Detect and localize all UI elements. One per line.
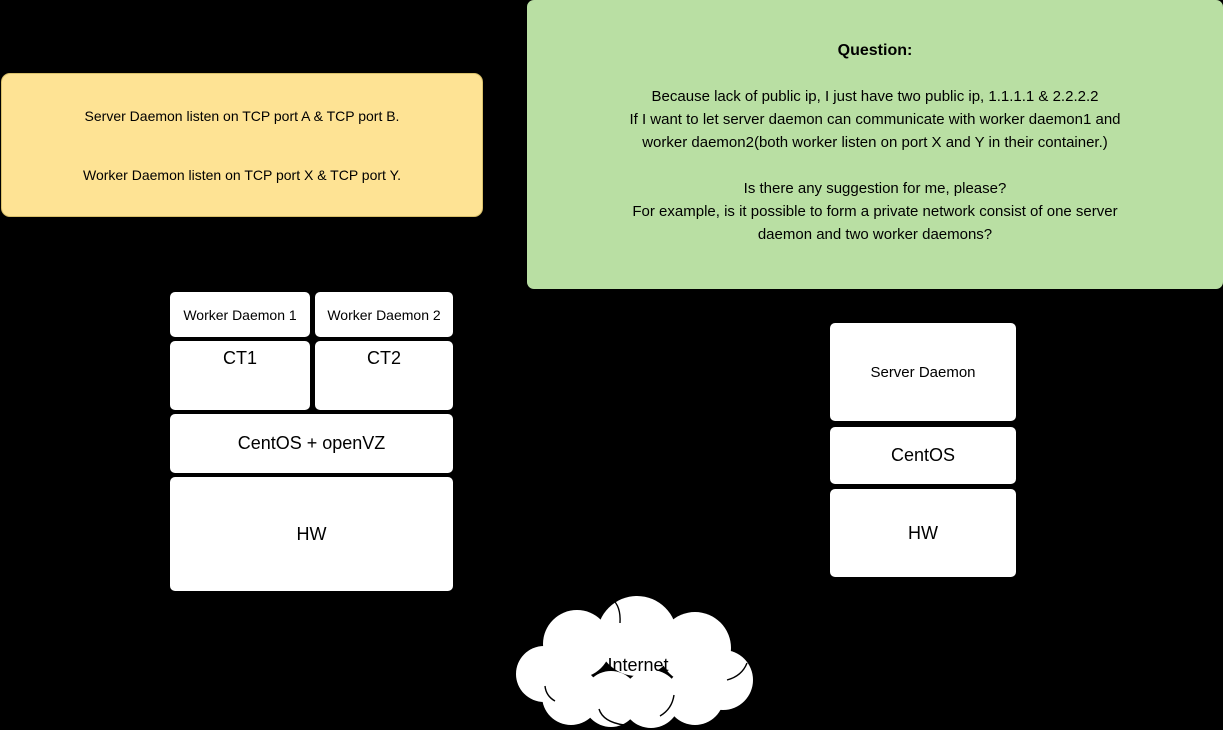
question-line: For example, is it possible to form a pr… xyxy=(632,203,1118,220)
question-line-blank xyxy=(527,154,1223,177)
worker-daemon-1-box: Worker Daemon 1 xyxy=(168,290,312,339)
worker-daemon-2-box: Worker Daemon 2 xyxy=(313,290,455,339)
hw-right-box: HW xyxy=(828,487,1018,579)
question-line: If I want to let server daemon can commu… xyxy=(629,111,1121,128)
centos-box: CentOS xyxy=(828,425,1018,486)
internet-cloud: Internet xyxy=(515,596,757,730)
server-daemon-box: Server Daemon xyxy=(828,321,1018,423)
hw-right-label: HW xyxy=(908,522,938,543)
internet-label: Internet xyxy=(607,655,668,675)
cloud-icon: Internet xyxy=(515,596,754,729)
question-line: worker daemon2(both worker listen on por… xyxy=(642,134,1108,151)
question-line: Is there any suggestion for me, please? xyxy=(743,180,1007,197)
question-line: daemon and two worker daemons? xyxy=(757,226,993,243)
question-line: Because lack of public ip, I just have t… xyxy=(651,88,1099,105)
note-line-worker: Worker Daemon listen on TCP port X & TCP… xyxy=(82,166,401,183)
question-box: Question: Because lack of public ip, I j… xyxy=(527,0,1223,289)
hw-left-box: HW xyxy=(168,475,455,593)
ct1-box: CT1 xyxy=(168,339,312,412)
server-daemon-label: Server Daemon xyxy=(870,363,976,381)
centos-openvz-box: CentOS + openVZ xyxy=(168,412,455,475)
note-box: Server Daemon listen on TCP port A & TCP… xyxy=(1,73,483,217)
centos-label: CentOS xyxy=(890,445,956,465)
ct2-box: CT2 xyxy=(313,339,455,412)
centos-openvz-label: CentOS + openVZ xyxy=(237,433,386,453)
question-title: Question: xyxy=(837,42,913,59)
ct1-label: CT1 xyxy=(222,348,257,368)
hw-left-label: HW xyxy=(296,523,327,544)
worker-daemon-2-label: Worker Daemon 2 xyxy=(327,306,441,323)
note-line-server: Server Daemon listen on TCP port A & TCP… xyxy=(84,107,400,124)
worker-daemon-1-label: Worker Daemon 1 xyxy=(183,306,297,323)
ct2-label: CT2 xyxy=(366,348,401,368)
